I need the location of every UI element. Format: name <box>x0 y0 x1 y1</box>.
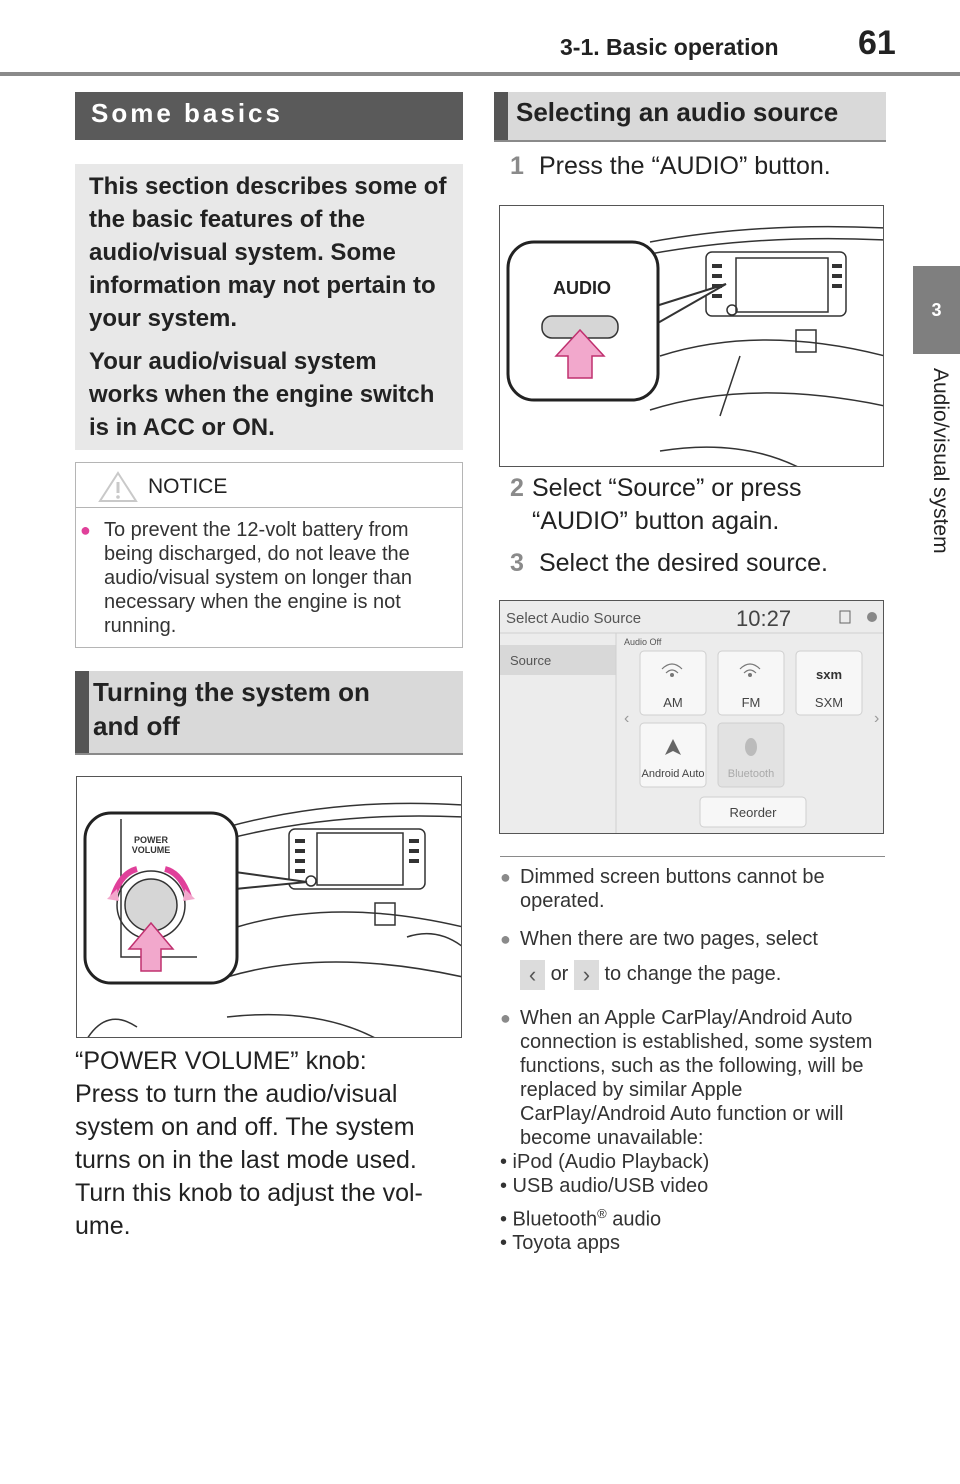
step-1: 1 Press the “AUDIO” button. <box>510 150 831 183</box>
chevron-left-icon: ‹ <box>520 959 545 990</box>
note-dimmed-text: Dimmed screen buttons cannot be operated… <box>520 866 825 912</box>
notice-body: ● To prevent the 12-volt battery from be… <box>76 508 462 638</box>
step-1-text: Press the “AUDIO” button. <box>538 152 831 180</box>
list-item-bluetooth: • Bluetooth® audio <box>500 1202 885 1232</box>
figure-audio-button: AUDIO <box>499 205 884 467</box>
registered-mark: ® <box>597 1205 607 1221</box>
note-carplay: ● When an Apple CarPlay/Android Auto con… <box>500 1006 885 1150</box>
reorder-button: Reorder <box>730 805 778 820</box>
step-3-number: 3 <box>510 549 524 577</box>
screen-sidebar-item: Source <box>510 653 551 668</box>
step-2-line-2: “AUDIO” button again. <box>532 507 780 535</box>
notice-box: NOTICE ● To prevent the 12-volt battery … <box>75 462 463 648</box>
page-number: 61 <box>858 24 896 62</box>
note-two-pages: ● When there are two pages, select ‹ or … <box>500 927 885 990</box>
tile-android-auto: Android Auto <box>642 768 705 780</box>
notice-header: NOTICE <box>76 463 462 508</box>
section-title: 3-1. Basic operation <box>560 34 779 60</box>
note-carplay-text: When an Apple CarPlay/Android Auto conne… <box>520 1006 873 1149</box>
chevron-right-icon: › <box>573 959 599 990</box>
step-3-text: Select the desired source. <box>538 549 829 577</box>
heading-selecting-audio-source: Selecting an audio source <box>494 92 886 140</box>
svg-text:‹: ‹ <box>624 710 629 727</box>
chapter-tab-number: 3 <box>913 266 960 354</box>
chapter-tab-label: Audio/visual system <box>929 368 952 554</box>
knob-line-5: Turn this knob to adjust the vol- <box>75 1179 423 1207</box>
step-2-number: 2 <box>510 474 524 502</box>
intro-paragraph-2: Your audio/visual system works when the … <box>89 348 435 441</box>
knob-line-6: ume. <box>75 1212 131 1240</box>
bullet-icon: ● <box>500 867 511 887</box>
note-two-pages-pre: When there are two pages, select <box>520 928 818 950</box>
sxm-logo: sxm <box>816 667 842 682</box>
heading-underline <box>75 753 463 755</box>
svg-text:›: › <box>874 710 879 727</box>
audio-dashboard-illustration: AUDIO <box>506 225 883 466</box>
notice-text: To prevent the 12-volt battery from bein… <box>104 519 412 637</box>
heading-turning-line-1: Turning the system on <box>93 677 370 707</box>
list-item-usb: • USB audio/USB video <box>500 1174 709 1197</box>
screen-time: 10:27 <box>736 606 791 631</box>
step-2-line-1: Select “Source” or press <box>532 474 802 502</box>
dashboard-illustration: POWER VOLUME <box>83 802 461 1037</box>
bullet-icon: ● <box>500 1007 511 1028</box>
heading-underline-right <box>494 140 886 142</box>
screen-sub-label: Audio Off <box>624 637 662 647</box>
tile-am: AM <box>663 695 683 710</box>
notice-title: NOTICE <box>148 475 228 498</box>
knob-description: “POWER VOLUME” knob: Press to turn the a… <box>75 1045 463 1243</box>
heading-turning-on-off: Turning the system on and off <box>75 671 463 753</box>
knob-line-3: system on and off. The system <box>75 1113 415 1141</box>
intro-paragraph-1: This section describes some of the basic… <box>89 173 447 332</box>
step-2: 2 Select “Source” or press “AUDIO” button… <box>510 472 802 538</box>
heading-turning-line-2: and off <box>93 711 180 741</box>
audio-figure-label: AUDIO <box>553 278 611 298</box>
figure-power-volume-knob: POWER VOLUME <box>76 776 462 1038</box>
note-two-pages-or: or <box>550 963 569 985</box>
step-1-number: 1 <box>510 152 524 180</box>
notes-section: ● Dimmed screen buttons cannot be operat… <box>500 856 885 1255</box>
figure-label-power: POWER <box>134 835 169 845</box>
step-3: 3 Select the desired source. <box>510 547 828 580</box>
screen-illustration: Select Audio Source 10:27 Audio Off Sour… <box>500 601 883 833</box>
list-item-ipod: • iPod (Audio Playback) <box>500 1150 710 1173</box>
tile-bluetooth: Bluetooth <box>728 768 774 780</box>
figure-label-volume: VOLUME <box>132 845 171 855</box>
knob-line-4: turns on in the last mode used. <box>75 1146 417 1174</box>
knob-line-2: Press to turn the audio/visual <box>75 1080 398 1108</box>
notes-rule <box>500 856 885 857</box>
heading-some-basics-text: Some basics <box>91 98 283 128</box>
note-dimmed: ● Dimmed screen buttons cannot be operat… <box>500 865 885 913</box>
figure-select-audio-source-screen: Select Audio Source 10:27 Audio Off Sour… <box>499 600 884 834</box>
knob-line-1: “POWER VOLUME” knob: <box>75 1047 367 1075</box>
list-item-bluetooth-suffix: audio <box>606 1208 662 1231</box>
note-two-pages-post: to change the page. <box>604 963 782 985</box>
bullet-icon: ● <box>80 520 91 540</box>
tile-fm: FM <box>742 695 761 710</box>
list-item-toyota-apps: • Toyota apps <box>500 1232 621 1255</box>
tile-sxm: SXM <box>815 695 843 710</box>
intro-box: This section describes some of the basic… <box>75 164 463 450</box>
list-item-bluetooth-prefix: • Bluetooth <box>500 1208 598 1231</box>
screen-title: Select Audio Source <box>506 610 641 627</box>
header-rule <box>0 72 960 76</box>
heading-some-basics: Some basics <box>75 92 463 140</box>
bullet-icon: ● <box>500 929 511 949</box>
warning-icon <box>98 471 138 502</box>
heading-selecting-text: Selecting an audio source <box>516 97 839 127</box>
